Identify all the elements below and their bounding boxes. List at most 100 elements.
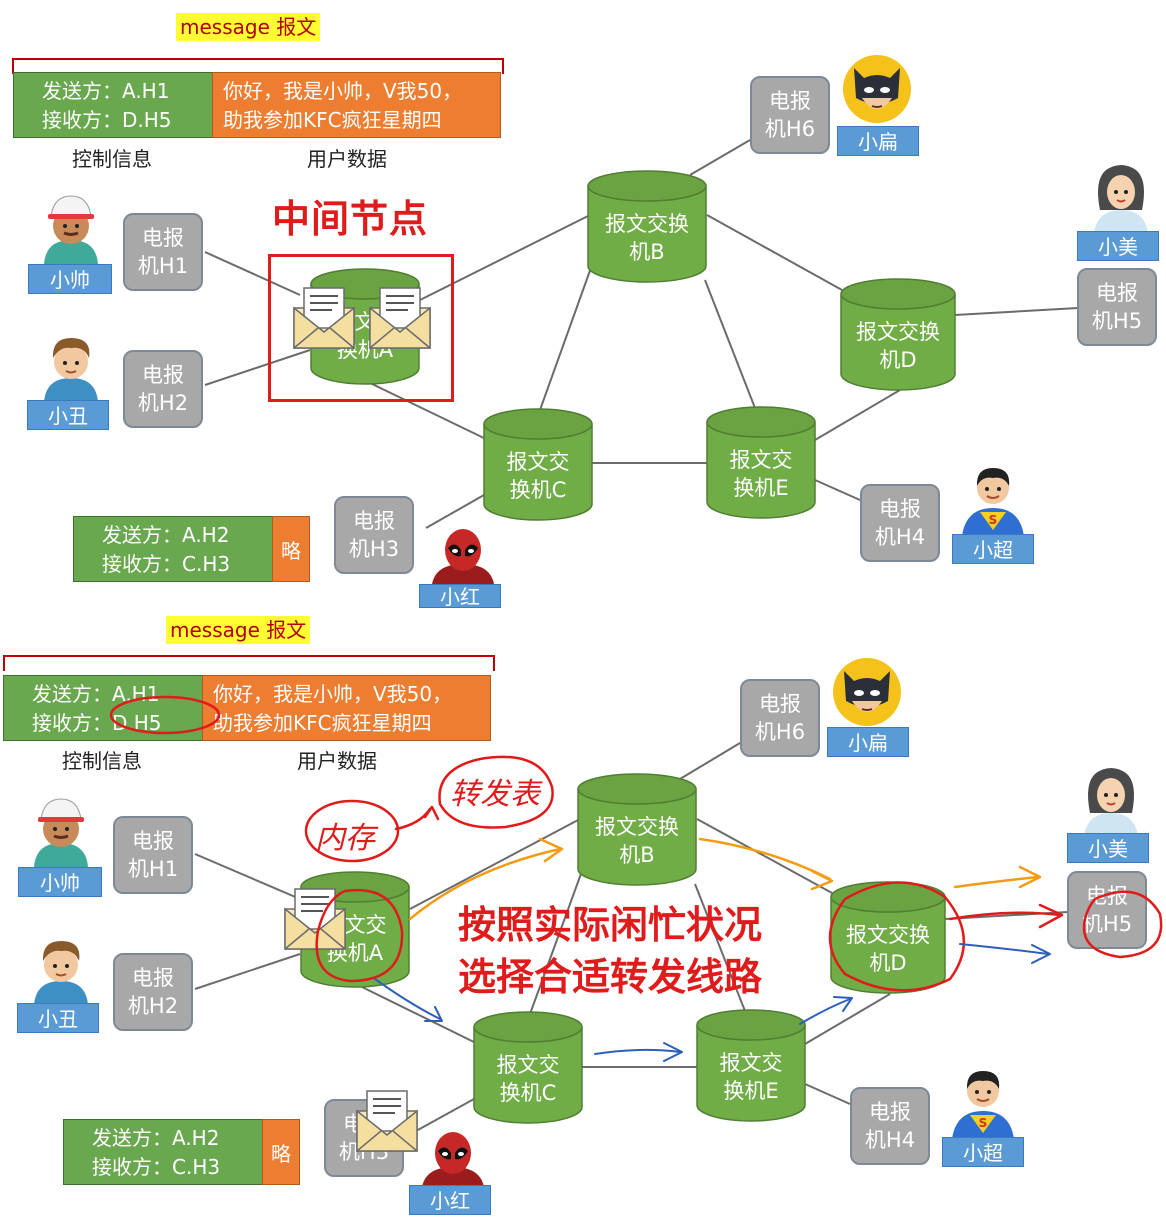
- control-info-box: 发送方：A.H1 接收方：D.H5: [3, 675, 203, 741]
- xiaomei-label: 小美: [1067, 833, 1149, 863]
- xiaochao-avatar-icon: S: [962, 468, 1024, 536]
- top-panel: message 报文 发送方：A.H1 接收方：D.H5 你好，我是小帅，V我5…: [0, 0, 1166, 608]
- telegraph-h2: 电报机H2: [123, 350, 203, 428]
- xiaomei-label: 小美: [1077, 231, 1159, 261]
- receiver-text: 接收方：D.H5: [42, 108, 172, 132]
- xiaoshuai-avatar-icon: [34, 798, 88, 867]
- second-sender-text: 发送方：A.H2: [102, 523, 230, 547]
- switch-c: 报文交 换机C: [473, 1011, 583, 1125]
- telegraph-h5-line1: 电报: [1096, 281, 1138, 305]
- switch-b-line1: 报文交换: [605, 212, 689, 236]
- telegraph-h1-line1: 电报: [132, 829, 174, 853]
- svg-text:S: S: [989, 513, 998, 527]
- switch-b-line2: 机B: [629, 240, 665, 264]
- telegraph-h2: 电报机H2: [113, 953, 193, 1031]
- switch-c-line2: 换机C: [509, 478, 567, 502]
- sender-text: 发送方：A.H1: [42, 79, 170, 103]
- telegraph-h2-line1: 电报: [142, 363, 184, 387]
- telegraph-h4-line1: 电报: [879, 497, 921, 521]
- user-data-caption: 用户数据: [297, 749, 377, 773]
- svg-text:S: S: [979, 1116, 988, 1130]
- second-receiver-text: 接收方：C.H3: [92, 1155, 221, 1179]
- telegraph-h1-line2: 机H1: [137, 254, 189, 278]
- telegraph-h5: 电报机H5: [1077, 268, 1157, 346]
- xiaobian-avatar-icon: [843, 55, 911, 123]
- telegraph-h6-line2: 机H6: [754, 720, 806, 744]
- telegraph-h1-line2: 机H1: [127, 857, 179, 881]
- envelope-icon: [369, 287, 431, 349]
- xiaochou-avatar-icon: [34, 941, 88, 1005]
- control-info-caption: 控制信息: [72, 147, 152, 171]
- xiaoshuai-avatar-icon: [44, 195, 98, 264]
- telegraph-h2-line1: 电报: [132, 966, 174, 990]
- xiaochou-label: 小丑: [27, 400, 109, 430]
- telegraph-h4-line1: 电报: [869, 1100, 911, 1124]
- telegraph-h4-line2: 机H4: [864, 1128, 916, 1152]
- telegraph-h2-line2: 机H2: [127, 994, 179, 1018]
- xiaochou-label: 小丑: [17, 1003, 99, 1033]
- envelope-icon: [356, 1090, 418, 1152]
- switch-d-line2: 机D: [869, 951, 907, 975]
- xiaohong-avatar-icon: [432, 529, 494, 584]
- telegraph-h4: 电报机H4: [860, 484, 940, 562]
- second-control-box: 发送方：A.H2 接收方：C.H3: [63, 1119, 263, 1185]
- xiaobian-label: 小扁: [837, 126, 919, 156]
- message-brace: [12, 58, 504, 74]
- switch-d-line1: 报文交换: [846, 923, 930, 947]
- switch-e-line1: 报文交: [719, 1051, 783, 1075]
- message-label: message 报文: [166, 616, 311, 644]
- telegraph-h5: 电报机H5: [1067, 871, 1147, 949]
- route-annotation-line2: 选择合适转发线路: [458, 955, 763, 999]
- telegraph-h4-line2: 机H4: [874, 525, 926, 549]
- second-receiver-text: 接收方：C.H3: [102, 552, 231, 576]
- user-data-box: 你好，我是小帅，V我50， 助我参加KFC疯狂星期四: [202, 675, 491, 741]
- switch-c-line2: 换机C: [499, 1081, 557, 1105]
- xiaobian-label: 小扁: [827, 727, 909, 757]
- intermediate-node-title: 中间节点: [272, 197, 429, 241]
- message-brace: [3, 655, 495, 671]
- second-omitted-box: 略: [272, 516, 310, 582]
- xiaomei-avatar-icon: [1084, 768, 1138, 835]
- telegraph-h6-line1: 电报: [759, 692, 801, 716]
- telegraph-h6: 电报机H6: [750, 76, 830, 154]
- xiaobian-avatar-icon: [833, 658, 901, 726]
- user-data-line2: 助我参加KFC疯狂星期四: [223, 108, 442, 132]
- telegraph-h1-line1: 电报: [142, 226, 184, 250]
- user-data-line1: 你好，我是小帅，V我50，: [213, 682, 453, 706]
- telegraph-h1: 电报机H1: [123, 213, 203, 291]
- route-annotation-line1: 按照实际闲忙状况: [458, 903, 763, 947]
- second-omitted-box: 略: [262, 1119, 300, 1185]
- telegraph-h3-line1: 电报: [353, 509, 395, 533]
- receiver-text: 接收方：D.H5: [32, 711, 162, 735]
- xiaochao-label: 小超: [952, 534, 1034, 564]
- telegraph-h5-line2: 机H5: [1091, 309, 1143, 333]
- forward-table-annotation: 转发表: [450, 777, 540, 812]
- telegraph-h6: 电报机H6: [740, 679, 820, 757]
- xiaoshuai-label: 小帅: [28, 264, 112, 294]
- xiaohong-avatar-icon: [422, 1132, 484, 1187]
- switch-c-cylinder: [483, 408, 593, 521]
- sender-text: 发送方：A.H1: [32, 682, 160, 706]
- switch-b-cylinder: [587, 170, 707, 283]
- switch-b-line2: 机B: [619, 843, 655, 867]
- telegraph-h3-line2: 机H3: [348, 537, 400, 561]
- switch-e: 报文交 换机E: [696, 1009, 806, 1123]
- switch-b-cylinder: [577, 773, 697, 886]
- telegraph-h3: 电报机H3: [334, 496, 414, 574]
- envelope-icon: [284, 888, 346, 950]
- xiaohong-label: 小红: [409, 1185, 491, 1215]
- switch-c-cylinder: [473, 1011, 583, 1124]
- second-sender-text: 发送方：A.H2: [92, 1126, 220, 1150]
- xiaochao-avatar-icon: S: [952, 1071, 1014, 1139]
- switch-e-line1: 报文交: [729, 448, 793, 472]
- telegraph-h6-line2: 机H6: [764, 117, 816, 141]
- switch-d: 报文交换 机D: [830, 881, 946, 995]
- envelope-icon: [293, 287, 355, 349]
- switch-c-line1: 报文交: [506, 450, 570, 474]
- bottom-panel: message 报文 发送方：A.H1 接收方：D.H5 你好，我是小帅，V我5…: [0, 609, 1166, 1217]
- control-info-box: 发送方：A.H1 接收方：D.H5: [13, 72, 213, 138]
- user-data-box: 你好，我是小帅，V我50， 助我参加KFC疯狂星期四: [212, 72, 501, 138]
- telegraph-h5-line2: 机H5: [1081, 912, 1133, 936]
- switch-d-cylinder: [840, 278, 956, 391]
- telegraph-h6-line1: 电报: [769, 89, 811, 113]
